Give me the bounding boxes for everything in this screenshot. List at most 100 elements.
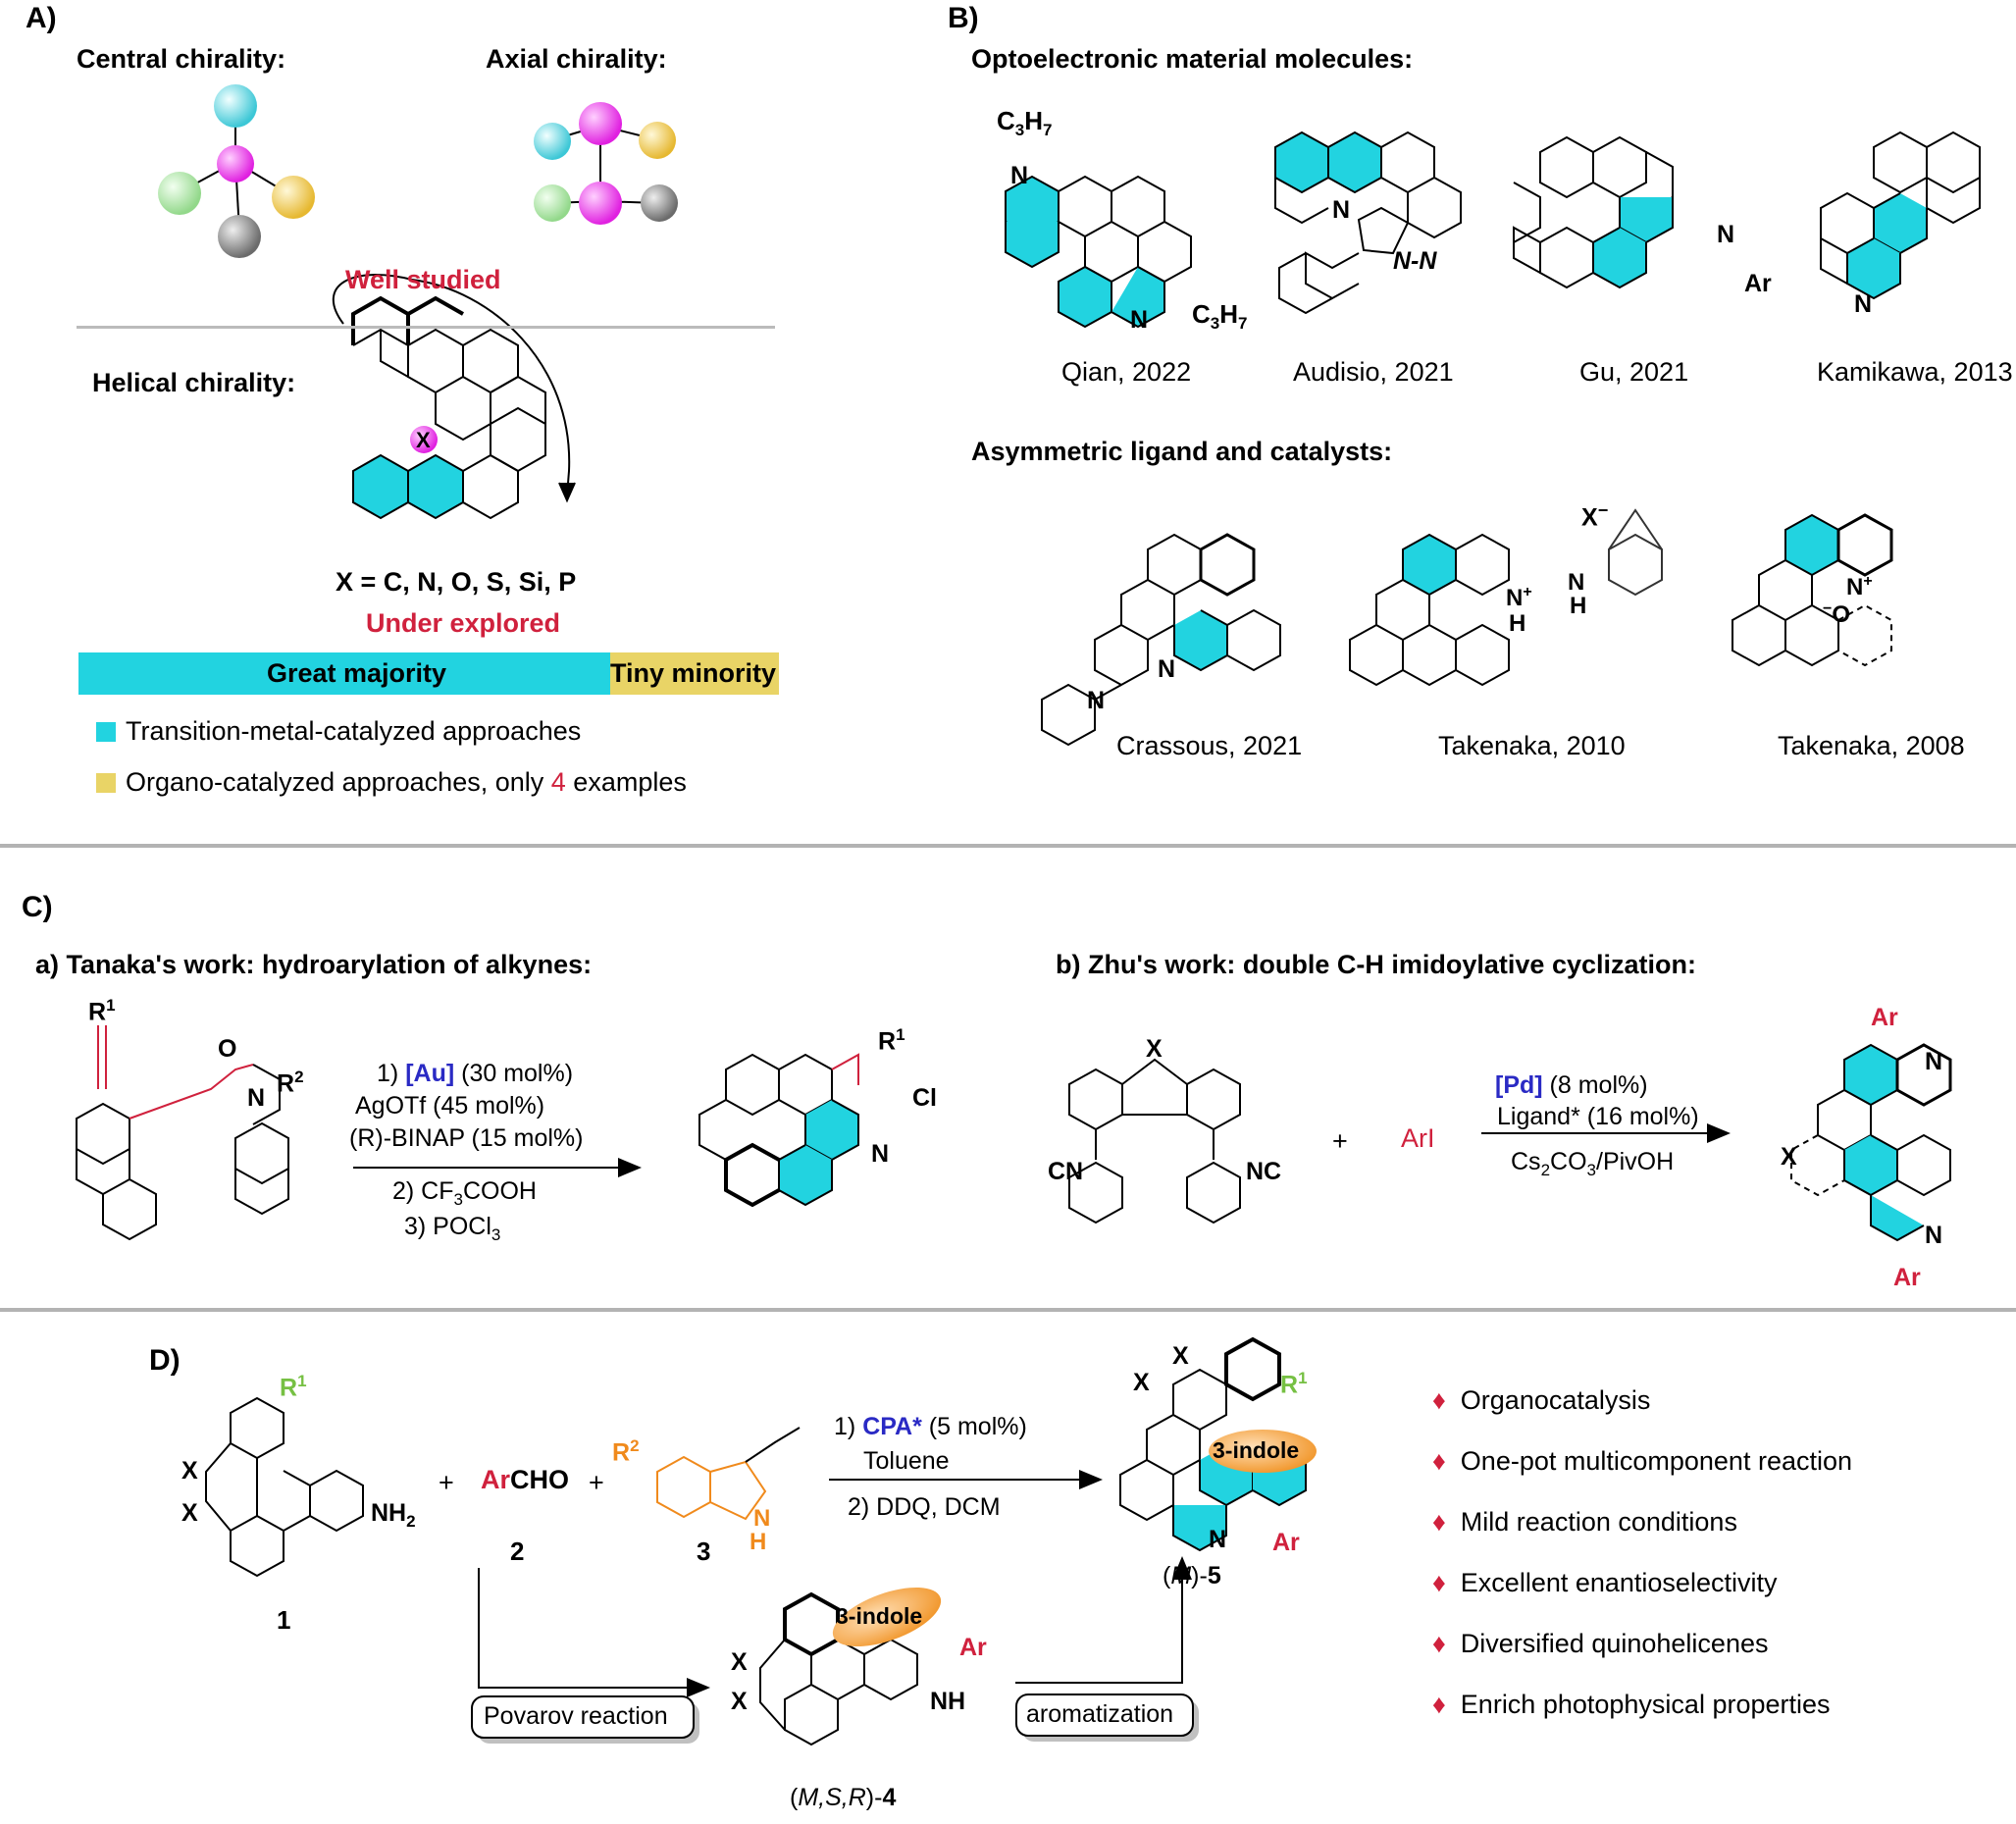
tanaka-product-cl: Cl [912,1084,937,1112]
zhu-cond-2: Ligand* (16 mol%) [1497,1103,1699,1130]
takenaka10-nh2: N [1568,569,1585,596]
legend-tm-text: Transition-metal-catalyzed approaches [126,716,582,746]
crassous-n1: N [1158,655,1176,683]
axial-chirality-title: Axial chirality: [486,44,667,74]
feature-item: ♦ Diversified quinohelicenes [1432,1629,1769,1658]
takenaka10-nh: N+ [1506,584,1532,611]
zhu-plus: + [1332,1126,1348,1156]
d-archo: ArCHO [481,1465,570,1494]
tanaka-o: O [218,1035,237,1063]
arrow-povarov [478,1568,710,1697]
section-label-c: C) [22,891,53,923]
d-product-4: (M,S,R)-4 [790,1784,897,1811]
d-compound-3: 3 [697,1537,711,1566]
bar-majority [78,652,610,695]
d-indole-tag-5-text: 3-indole [1213,1437,1300,1463]
qian-c3h7-top: C3H7 [997,106,1053,140]
opto-molecules [1005,130,1981,329]
zhu-product-x: X [1781,1143,1797,1171]
indole-tag-5 [1209,1430,1317,1473]
tanaka-cond-2: AgOTf (45 mol%) [355,1092,545,1120]
feature-item: ♦ Organocatalysis [1432,1385,1651,1415]
kamikawa-n: N [1854,290,1873,318]
d-x2-cmp1: X [181,1499,198,1527]
d-r1-cmp1: R1 [280,1372,307,1402]
indole-tag-4 [832,1587,942,1647]
legend-swatch-tm [96,722,116,742]
zhu-x: X [1146,1035,1163,1063]
d-n-cmp5: N [1209,1526,1227,1553]
section-label-a: A) [26,2,57,34]
zhu-cond-3: Cs2CO3/PivOH [1511,1148,1675,1179]
aromatization-box [1015,1694,1194,1737]
ligand-caption-0: Crassous, 2021 [1116,731,1303,760]
tanaka-product-n: N [871,1140,890,1168]
audisio-nn: N-N [1393,247,1437,275]
d-x1-cmp1: X [181,1457,198,1485]
axial-chirality-model [534,102,678,225]
opto-caption-1: Audisio, 2021 [1293,357,1454,387]
zhu-product-ar-bottom: Ar [1893,1264,1921,1291]
povarov-box [471,1695,695,1739]
tanaka-title: a) Tanaka's work: hydroarylation of alky… [35,950,593,979]
zhu-product-ar-top: Ar [1871,1004,1898,1031]
d-compound-2: 2 [510,1537,525,1566]
bar-majority-label: Great majority [267,658,447,688]
d-nh2: NH2 [371,1499,416,1531]
takenaka10-h2: H [1570,593,1587,619]
d-indole-tag-4-text: 3-indole [836,1603,923,1629]
d-ar-cmp5: Ar [1272,1529,1300,1556]
zhu-nc: NC [1246,1158,1282,1185]
opto-title: Optoelectronic material molecules: [971,44,1414,74]
section-label-d: D) [149,1344,181,1377]
d-x1-cmp5: X [1172,1342,1189,1370]
legend-swatch-org [96,773,116,793]
d-x2-cmp4: X [731,1688,748,1715]
legend-org-text: Organo-catalyzed approaches, only 4 exam… [126,767,687,797]
central-chirality-model [158,84,315,258]
ligand-caption-1: Takenaka, 2010 [1438,731,1626,760]
ligand-caption-2: Takenaka, 2008 [1778,731,1965,760]
x-atom-list: X = C, N, O, S, Si, P [336,567,577,597]
tanaka-cond-5: 3) POCl3 [404,1213,501,1244]
gu-ar: Ar [1744,270,1772,297]
central-chirality-title: Central chirality: [77,44,286,74]
opto-caption-0: Qian, 2022 [1061,357,1192,387]
arrow-aromatization [1015,1556,1192,1684]
qian-c3h7-bottom: C3H7 [1192,299,1248,334]
feature-item: ♦ One-pot multicomponent reaction [1432,1446,1853,1476]
tanaka-cond-4: 2) CF3COOH [392,1177,537,1209]
tanaka-r1: R1 [88,996,116,1026]
zhu-title: b) Zhu's work: double C-H imidoylative c… [1056,950,1696,979]
takenaka08-n: N+ [1846,573,1873,600]
d-x1-cmp4: X [731,1648,748,1676]
gu-n: N [1717,221,1735,248]
divider-a-helical [77,326,775,329]
d-plus-2: + [589,1468,604,1497]
qian-n-top: N [1010,162,1029,189]
under-explored-label: Under explored [366,608,561,638]
helical-chirality-title: Helical chirality: [92,368,296,397]
d-cond-2: 2) DDQ, DCM [848,1493,1001,1521]
d-r1-cmp5: R1 [1280,1369,1308,1399]
ligand-molecules [1041,508,1893,747]
d-ar-cmp4: Ar [959,1634,987,1661]
section-label-b: B) [948,2,979,34]
feature-item: ♦ Mild reaction conditions [1432,1507,1737,1537]
d-nh-cmp4: NH [930,1688,966,1715]
d-compound-1: 1 [277,1605,291,1635]
zhu-aryl-iodide: ArI [1401,1123,1435,1153]
takenaka10-x: X− [1581,500,1609,532]
d-product-5: (M)-5 [1163,1562,1221,1589]
tanaka-r2: R2 [277,1068,304,1098]
divider-c-d [0,1308,2016,1312]
povarov-label: Povarov reaction [484,1702,668,1730]
d-nh-cmp3-h: H [750,1529,767,1555]
d-plus-1: + [439,1468,454,1497]
opto-caption-2: Gu, 2021 [1579,357,1689,387]
feature-item: ♦ Enrich photophysical properties [1432,1690,1831,1719]
tanaka-product-r1: R1 [878,1025,905,1056]
feature-item: ♦ Excellent enantioselectivity [1432,1568,1778,1597]
d-nh-cmp3-n: N [753,1505,771,1532]
